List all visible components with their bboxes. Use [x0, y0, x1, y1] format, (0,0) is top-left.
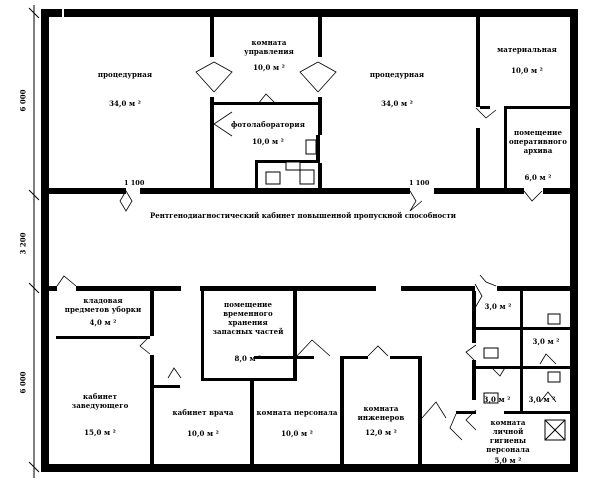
room-area: 3,0 м ² [528, 395, 556, 404]
room-wc-2: 3,0 м ² [526, 333, 566, 346]
room-photolab: фотолаборатория 10,0 м ² [228, 120, 308, 146]
room-area: 10,0 м ² [187, 429, 219, 438]
room-area: 3,0 м ² [532, 337, 560, 346]
room-area: 34,0 м ² [381, 99, 413, 108]
room-head: кабинет заведующего 15,0 м ² [60, 392, 140, 437]
room-area: 15,0 м ² [84, 428, 116, 437]
room-hygiene: комната личной гигиены персонала 5,0 м ² [474, 418, 542, 465]
plumbing-fixtures [265, 139, 566, 441]
room-name: комната управления [244, 38, 294, 56]
room-materials: материальная 10,0 м ² [490, 45, 564, 75]
room-engineers: комната инженеров 12,0 м ² [348, 404, 414, 437]
room-name: помещение временного хранения запасных ч… [212, 300, 284, 336]
room-wc-1: 3,0 м ² [480, 298, 516, 311]
room-area: 8,0 м ² [234, 354, 262, 363]
room-name: кладовая предметов уборки [64, 296, 142, 314]
room-area: 6,0 м ² [524, 173, 552, 182]
room-area: 3,0 м ² [483, 395, 511, 404]
room-name: комната персонала [256, 408, 338, 417]
room-area: 10,0 м ² [281, 429, 313, 438]
door-swings [56, 61, 557, 441]
room-name: процедурная [97, 70, 153, 79]
bottom-inner-walls [49, 286, 570, 464]
room-spare-parts: помещение временного хранения запасных ч… [208, 300, 288, 363]
dimension-left-top: 6 000 [18, 89, 28, 112]
room-wc-3: 3,0 м ² [478, 391, 516, 404]
room-area: 12,0 м ² [365, 428, 397, 437]
room-area: 10,0 м ² [253, 63, 285, 72]
room-name: кабинет врача [172, 408, 234, 417]
room-procedure-right: процедурная 34,0 м ² [362, 70, 432, 108]
room-area: 4,0 м ² [89, 318, 117, 327]
room-name: фотолаборатория [231, 120, 305, 129]
room-archive: помещение оперативного архива 6,0 м ² [508, 128, 568, 182]
room-wc-4: 3,0 м ² [523, 391, 561, 404]
outer-walls [41, 9, 578, 472]
dimension-left-bottom: 6 000 [18, 371, 28, 394]
corridor-label: Рентгенодиагностический кабинет повышенн… [150, 211, 456, 220]
dimension-left-middle: 3 200 [18, 232, 28, 255]
room-area: 10,0 м ² [511, 66, 543, 75]
room-area: 5,0 м ² [494, 456, 522, 465]
room-area: 10,0 м ² [252, 137, 284, 146]
room-doctor: кабинет врача 10,0 м ² [160, 408, 246, 438]
room-name: материальная [497, 45, 557, 54]
room-name: процедурная [369, 70, 425, 79]
room-control: комната управления 10,0 м ² [226, 38, 312, 72]
dimension-line-left [28, 5, 40, 478]
room-area: 34,0 м ² [109, 99, 141, 108]
door-width-right: 1 100 [409, 179, 430, 187]
room-name: кабинет заведующего [71, 392, 129, 410]
partition-stubs [316, 135, 320, 163]
room-area: 3,0 м ² [484, 302, 512, 311]
room-name: комната личной гигиены персонала [486, 418, 530, 454]
room-staff: комната персонала 10,0 м ² [256, 408, 338, 438]
room-name: помещение оперативного архива [508, 128, 568, 155]
door-width-left: 1 100 [124, 179, 145, 187]
room-cleaning: кладовая предметов уборки 4,0 м ² [60, 296, 146, 327]
room-name: комната инженеров [357, 404, 405, 422]
room-procedure-left: процедурная 34,0 м ² [90, 70, 160, 108]
